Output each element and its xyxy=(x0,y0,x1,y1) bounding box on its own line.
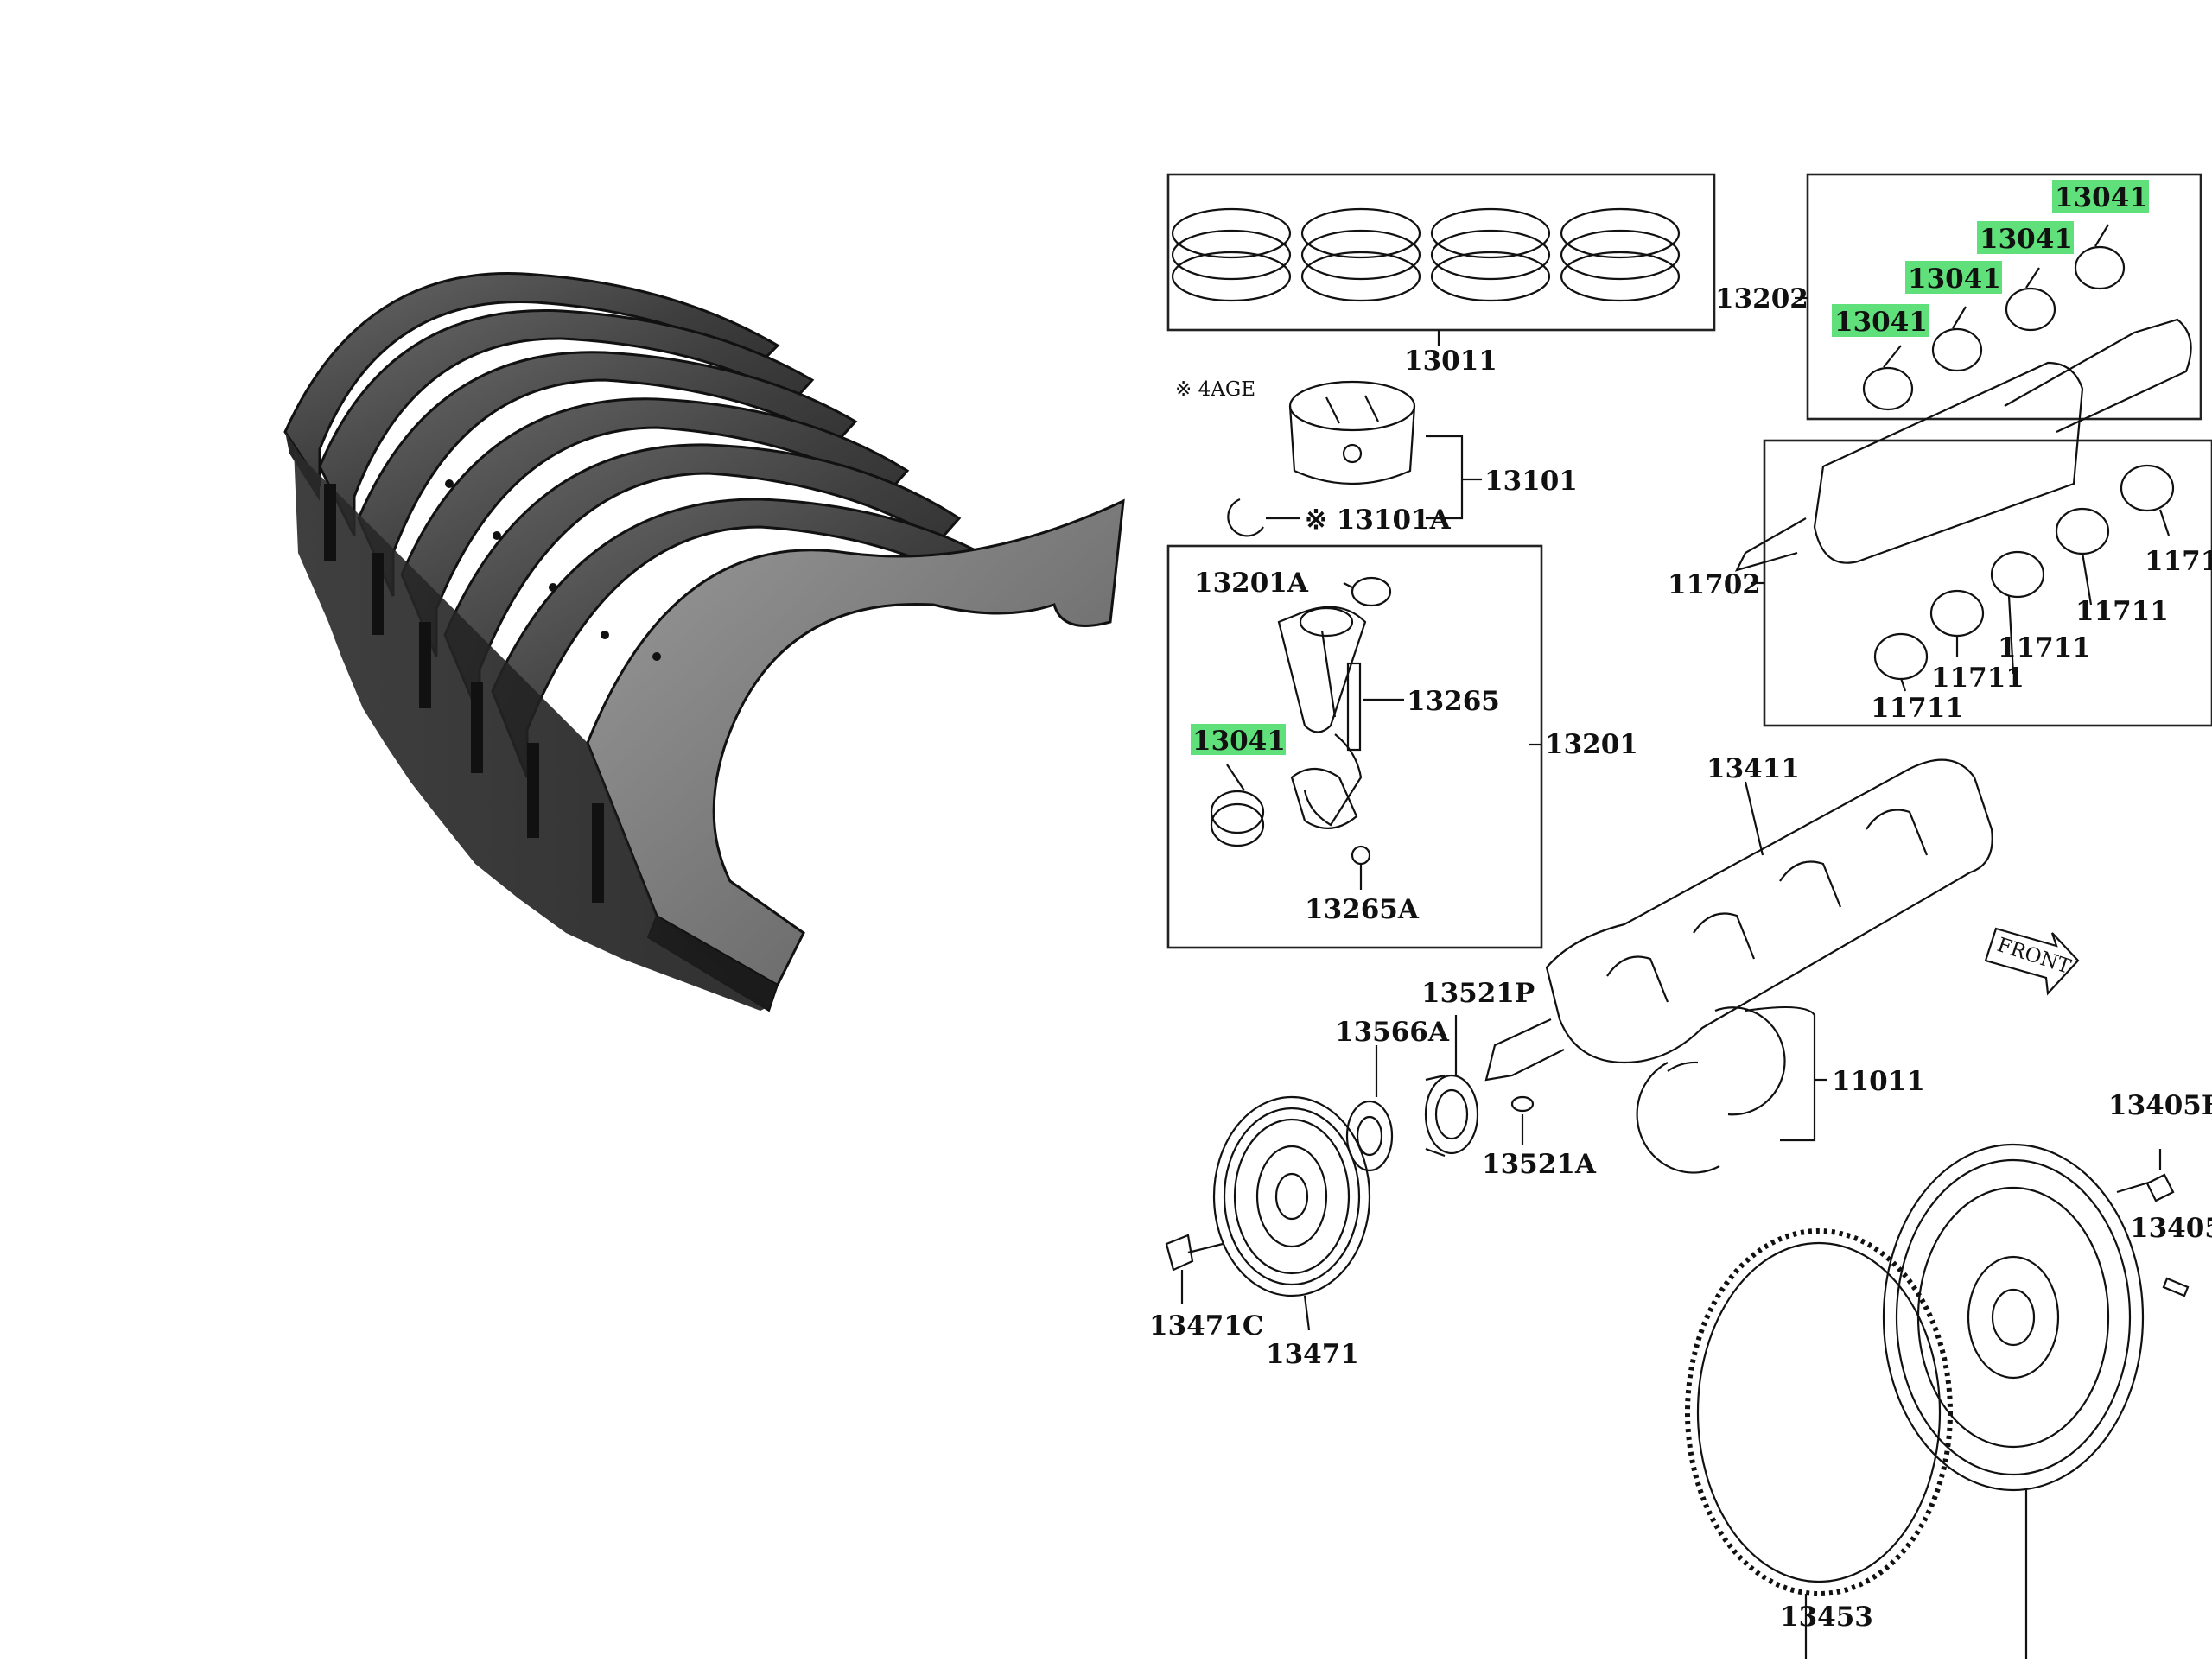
label-conrod-nut: 13265A xyxy=(1305,894,1420,925)
label-conrod-bolt: 13265 xyxy=(1407,686,1500,717)
label-main-bearing-set-1: 13041 xyxy=(2055,182,2148,213)
label-piston-rings: 13011 xyxy=(1404,346,1497,377)
note-4age: ※ 4AGE xyxy=(1175,378,1255,401)
label-snap-ring: ※ 13101A xyxy=(1305,504,1452,536)
label-main-bearing-5: 11711 xyxy=(1871,693,1964,724)
front-arrow: FRONT xyxy=(1984,927,2080,996)
piston-rings-box xyxy=(1166,173,1716,332)
label-main-bearing-4: 11711 xyxy=(1931,663,2024,694)
highlight-main-bearing-set-2 xyxy=(1977,221,2074,254)
label-pulley-bolt: 13471C xyxy=(1149,1310,1264,1342)
thrust-washers-group: 11011 xyxy=(1636,1005,1925,1174)
bearing-set-box xyxy=(1806,173,2202,421)
label-thrust-washers: 11011 xyxy=(1832,1066,1925,1097)
piston-rings-group: 13011 xyxy=(1166,173,1716,377)
highlight-main-bearing-set-4 xyxy=(1832,304,1929,337)
highlight-main-bearing-set-1 xyxy=(2052,180,2149,213)
label-main-bearing-set-3: 13041 xyxy=(1908,263,2001,295)
piston-group: ※ 4AGE 13101 ※ 13101A xyxy=(1175,378,1578,537)
label-bearing-set: 13202 xyxy=(1715,283,1808,314)
label-piston: 13101 xyxy=(1484,466,1578,497)
ring-gear-group: 13453 xyxy=(1685,1228,1953,1659)
label-key: 13521A xyxy=(1482,1149,1597,1180)
label-main-bearing-2: 11711 xyxy=(2075,596,2169,627)
parts-diagram-canvas: 13011 ※ 4AGE 13101 ※ 13101A xyxy=(1149,173,2212,1659)
label-bushing: 13201A xyxy=(1194,568,1309,599)
label-dowel-pin: 13405A xyxy=(2130,1213,2212,1244)
label-main-bearing-set-4: 13041 xyxy=(1834,307,1928,338)
label-main-bearing-box: 11702 xyxy=(1668,569,1761,600)
connecting-rod-group: 13201A 13265 13201 13041 13265A xyxy=(1166,544,1638,949)
crank-pulley-group: 13471C 13471 xyxy=(1149,1095,1371,1370)
front-end-parts: 13521P 13566A 13521A xyxy=(1335,978,1597,1180)
highlight-main-bearing-set-3 xyxy=(1905,261,2002,294)
label-main-bearing-set-2: 13041 xyxy=(1980,224,2073,255)
bearing-shells-photo xyxy=(283,272,1125,1012)
parts-diagram: 13011 ※ 4AGE 13101 ※ 13101A xyxy=(1141,0,2212,1659)
flywheel-group: 13405B 13405A xyxy=(1882,1090,2212,1659)
bearing-shell-stack xyxy=(283,272,1125,1012)
label-main-bearing-3: 11711 xyxy=(1998,632,2091,663)
front-arrow-label: FRONT xyxy=(1994,934,2074,979)
bearing-set-group: 13202 13041 13041 13041 13041 xyxy=(1715,173,2202,433)
label-conrod-bearing: 13041 xyxy=(1192,726,1286,757)
label-oil-slinger: 13566A xyxy=(1335,1017,1450,1048)
crankshaft-group: 13411 xyxy=(1484,753,1993,1082)
bearing-shells-illustration xyxy=(283,272,1125,1012)
label-crankshaft: 13411 xyxy=(1707,753,1800,784)
main-bearings-group: 11702 11711 11711 11711 11711 11711 xyxy=(1668,361,2212,727)
label-pulley: 13471 xyxy=(1266,1339,1359,1370)
label-flywheel-bolt: 13405B xyxy=(2108,1090,2212,1121)
highlight-conrod-bearing xyxy=(1191,724,1286,755)
connecting-rod-box xyxy=(1166,544,1543,949)
label-timing-gear: 13521P xyxy=(1421,978,1535,1009)
label-conrod-assembly: 13201 xyxy=(1545,729,1638,760)
label-ring-gear: 13453 xyxy=(1780,1602,1873,1633)
label-main-bearing-1: 11711 xyxy=(2145,546,2212,577)
